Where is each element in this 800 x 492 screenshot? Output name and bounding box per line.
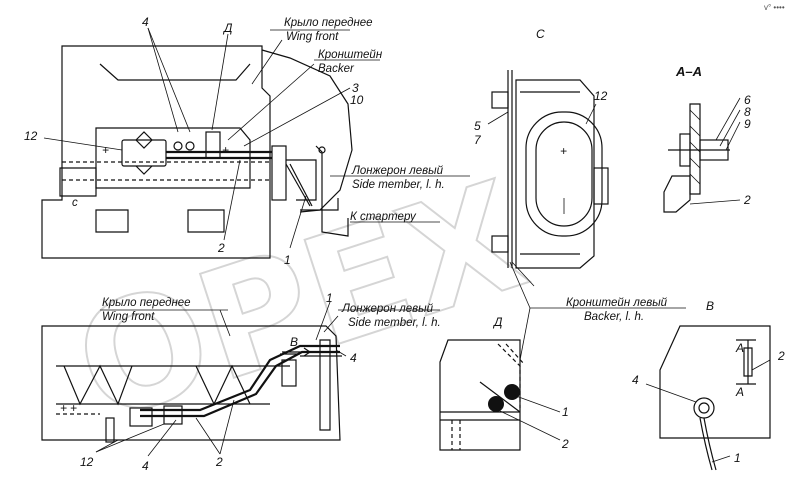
plus-sign-c: + [560, 144, 567, 158]
view-b: B A A 2 4 1 [632, 299, 785, 471]
callout-12-c: 12 [594, 89, 608, 103]
label-to-starter: К стартеру [350, 211, 417, 223]
callout-5: 5 [474, 119, 481, 133]
callout-4-top: 4 [142, 15, 149, 29]
callout-4-bottom-2: 4 [142, 459, 149, 473]
label-side-member-en-bottom: Side member, l. h. [348, 317, 441, 329]
view-letter-b-arrow: B [290, 335, 298, 349]
label-side-member-ru-bottom: Лонжерон левый [341, 303, 434, 315]
callout-12-top: 12 [24, 129, 38, 143]
callout-3: 3 [352, 81, 359, 95]
label-wing-front-ru-top: Крыло переднее [284, 17, 373, 29]
callout-1-bottom: 1 [326, 291, 333, 305]
view-letter-b: B [706, 299, 714, 313]
view-letter-a-lower: A [735, 385, 744, 399]
callout-2-top: 2 [217, 241, 225, 255]
view-d: Д 1 2 [439, 315, 569, 451]
section-aa-title: A–A [675, 64, 702, 79]
callout-2-bottom: 2 [215, 455, 223, 469]
label-wing-front-en-top: Wing front [286, 31, 339, 43]
callout-4-b: 4 [632, 373, 639, 387]
plus-sign-side-2: + [70, 401, 77, 415]
callout-6: 6 [744, 93, 751, 107]
corner-stamp: v° •••• [764, 3, 785, 12]
callout-1-d: 1 [562, 405, 569, 419]
callout-2-aa: 2 [743, 193, 751, 207]
label-side-member-en-top: Side member, l. h. [352, 179, 445, 191]
callout-2-b: 2 [777, 349, 785, 363]
callout-1-top: 1 [284, 253, 291, 267]
callout-4-bottom: 4 [350, 351, 357, 365]
view-letter-d-bottom: Д [492, 315, 503, 329]
view-letter-c-top: C [536, 27, 545, 41]
label-backer-en: Backer [318, 63, 355, 75]
callout-7: 7 [474, 133, 482, 147]
label-side-member-ru-top: Лонжерон левый [351, 165, 444, 177]
callout-2-d: 2 [561, 437, 569, 451]
callout-8: 8 [744, 105, 751, 119]
label-backer-ru: Кронштейн [318, 49, 383, 61]
side-view-bottom: B + + Крыло переднее Wing front Лонжерон… [41, 291, 441, 473]
plus-sign-top-right: + [222, 143, 229, 157]
view-c: C + 12 5 7 [474, 27, 609, 287]
callout-9: 9 [744, 117, 751, 131]
plus-sign-top: + [102, 143, 109, 157]
main-top-view: + + 4 Д 12 Крыл [24, 15, 470, 267]
label-wing-front-ru-bottom: Крыло переднее [102, 297, 191, 309]
view-letter-c-small: c [72, 197, 78, 209]
label-backer-left-en: Backer, l. h. [584, 311, 644, 323]
callout-1-b: 1 [734, 451, 741, 465]
backer-left-label: Кронштейн левый Backer, l. h. [509, 261, 686, 361]
view-letter-d-top: Д [222, 21, 233, 35]
section-aa: A–A 6 8 9 2 [663, 64, 751, 213]
callout-12-bottom: 12 [80, 455, 94, 469]
label-wing-front-en-bottom: Wing front [102, 311, 155, 323]
view-letter-a-upper: A [735, 341, 744, 355]
callout-10: 10 [350, 93, 364, 107]
label-backer-left-ru: Кронштейн левый [566, 297, 668, 309]
plus-sign-side: + [60, 401, 67, 415]
